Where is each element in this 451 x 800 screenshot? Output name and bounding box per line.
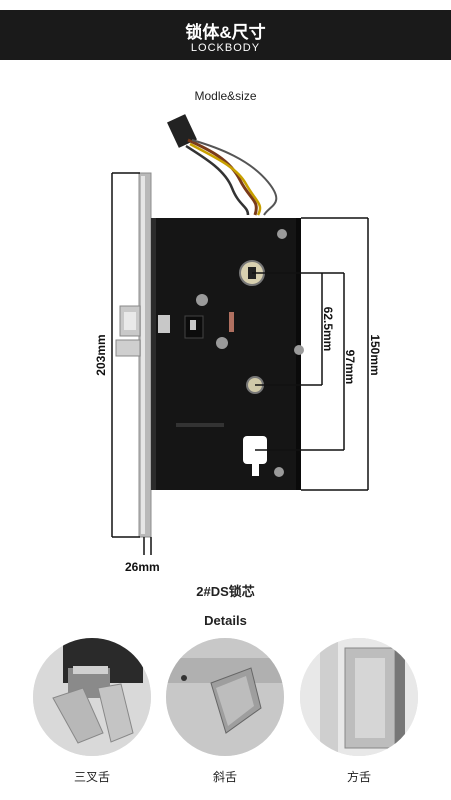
lockbody-diagram xyxy=(111,114,369,555)
dimension-62-5 xyxy=(252,272,323,386)
latch-tongue xyxy=(115,339,141,357)
lock-case xyxy=(151,218,301,490)
page-header: 锁体&尺寸 LOCKBODY xyxy=(0,10,451,60)
detail-image-square-latch xyxy=(300,638,418,756)
detail-image-triple-latch xyxy=(33,638,151,756)
header-title: 锁体&尺寸 xyxy=(185,23,266,42)
caption-slant-latch: 斜舌 xyxy=(212,770,237,784)
dim-label-62-5: 62.5mm xyxy=(321,306,335,352)
model-name: 2#DS锁芯 xyxy=(196,584,255,599)
dimension-26 xyxy=(143,537,152,555)
dim-label-203: 203mm xyxy=(94,334,108,376)
caption-triple-latch: 三叉舌 xyxy=(73,770,110,784)
dim-label-97: 97mm xyxy=(343,349,357,385)
dimension-203 xyxy=(111,172,140,538)
details-label: Details xyxy=(204,613,247,628)
detail-image-slant-latch xyxy=(166,638,284,756)
caption-square-latch: 方舌 xyxy=(346,770,371,784)
wire-harness xyxy=(167,114,278,216)
dimension-150 xyxy=(301,217,369,491)
dimension-97 xyxy=(255,272,345,451)
dim-label-150: 150mm xyxy=(368,334,382,376)
section-label: Modle&size xyxy=(194,89,257,103)
dim-label-26: 26mm xyxy=(125,560,160,574)
header-subtitle: LOCKBODY xyxy=(190,42,261,54)
